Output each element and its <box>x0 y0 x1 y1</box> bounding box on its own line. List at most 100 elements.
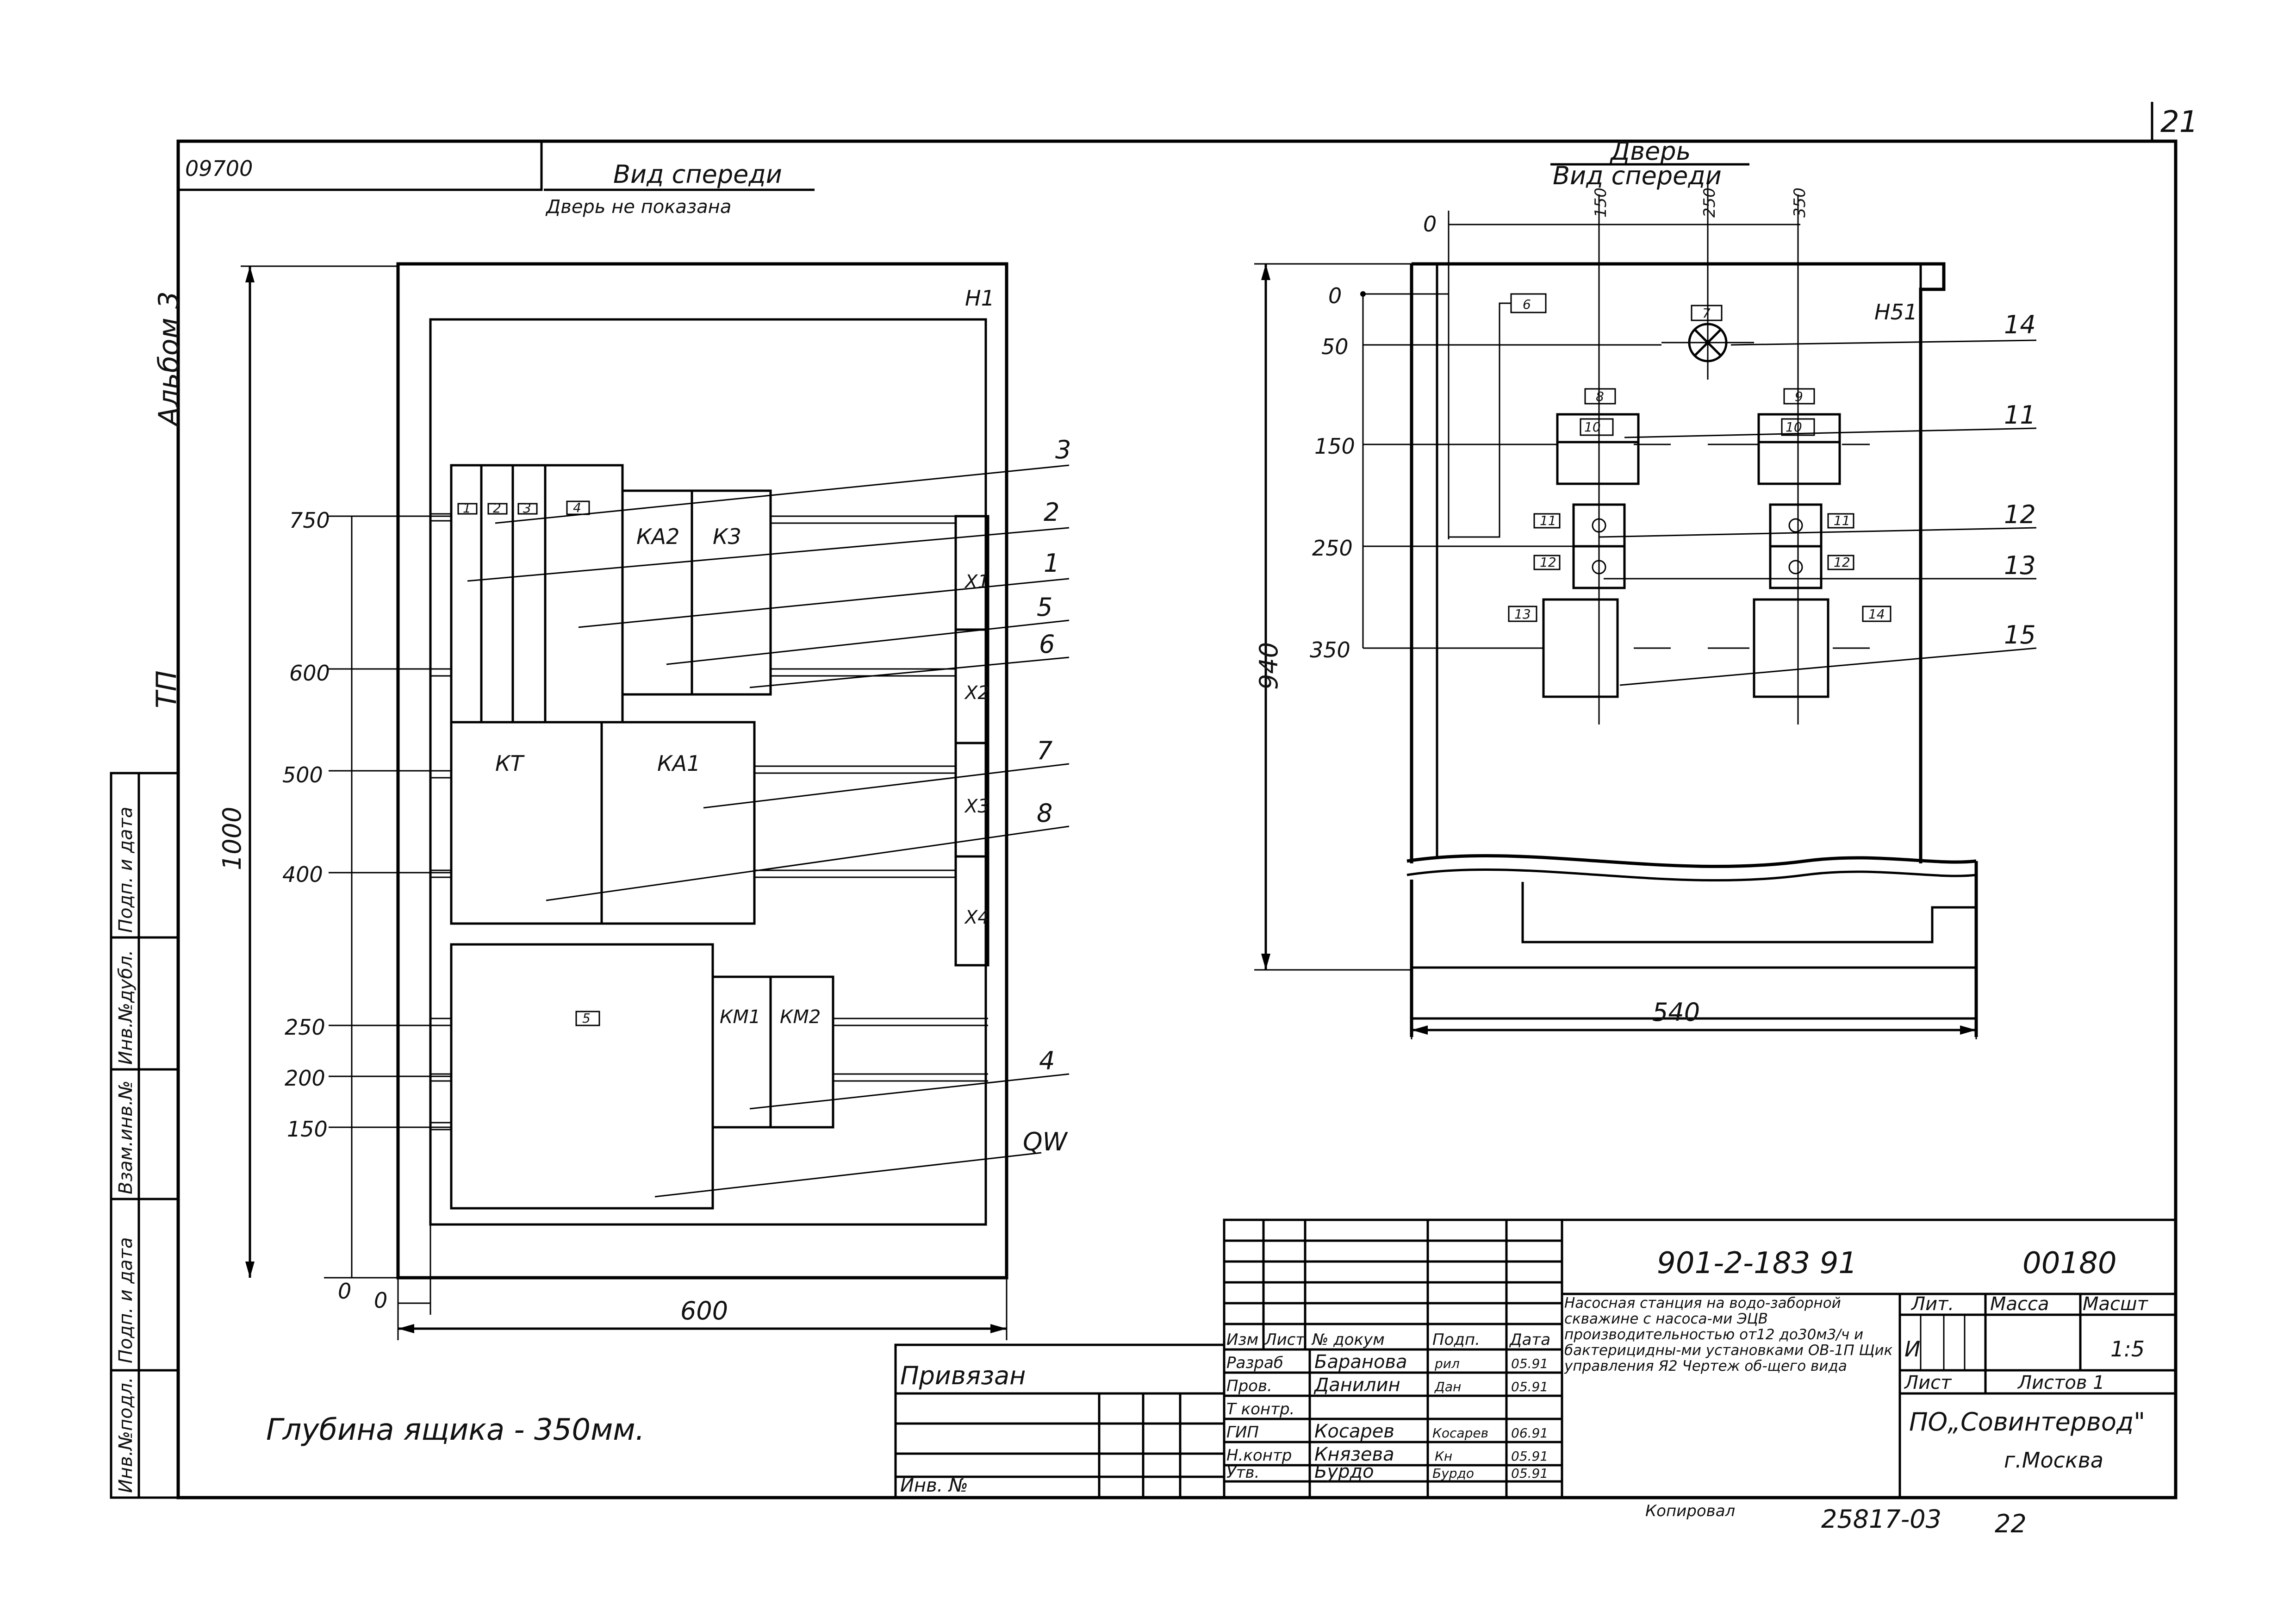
stamp-sign-date-1: Подп. и дата <box>115 807 137 933</box>
scale-value: 1:5 <box>2110 1337 2145 1362</box>
copy-page: 22 <box>1995 1509 2027 1538</box>
sheet-label: Лист <box>1904 1372 1952 1393</box>
date-5: 05.91 <box>1511 1466 1548 1481</box>
terminal-strip <box>954 515 989 967</box>
door-callout-13: 13 <box>2004 551 2036 580</box>
cabinet-tag: Н1 <box>965 286 995 311</box>
copy-footer: Копировал 25817-03 22 <box>1645 1502 2027 1538</box>
sign-3: Косарев <box>1432 1425 1488 1441</box>
mass-header: Масса <box>1990 1293 2049 1315</box>
door-mark-14: 14 <box>1868 606 1885 622</box>
door-centre-lines <box>1634 443 1870 649</box>
breaker-mark-1: 1 <box>463 500 471 516</box>
drawing-description: Насосная станция на водо-заборной скважи… <box>1564 1295 1893 1374</box>
copied-by: Копировал <box>1645 1502 1735 1520</box>
title-grid-cols <box>1262 1220 1508 1498</box>
din-rails <box>430 513 988 1131</box>
switch-left <box>1556 413 1640 485</box>
role-0: Разраб <box>1226 1354 1283 1372</box>
page-number: 21 <box>2160 105 2198 139</box>
contactors-km <box>711 975 834 1129</box>
callout-qw: QW <box>1023 1127 1069 1156</box>
breaker-mark-2: 2 <box>493 500 501 516</box>
level-250: 250 <box>285 1015 325 1040</box>
label-x2: Х2 <box>964 682 989 704</box>
level-400: 400 <box>282 862 323 887</box>
label-k3: К3 <box>713 524 741 549</box>
dim-600: 600 <box>680 1296 728 1325</box>
origin-y: 0 <box>338 1279 351 1304</box>
door-view-subtitle: Вид спереди <box>1553 161 1722 190</box>
relay-ka2-k3 <box>621 489 772 696</box>
label-kt: КТ <box>495 751 525 776</box>
sign-4: Кн <box>1435 1449 1452 1464</box>
stage-header: Лит. <box>1910 1293 1954 1315</box>
door-tag: Н51 <box>1874 300 1917 325</box>
callout-4: 4 <box>1039 1046 1055 1075</box>
door-mark-10-right: 10 <box>1786 419 1802 435</box>
front-view-title: Вид спереди <box>613 160 782 189</box>
door-callout-14: 14 <box>2004 310 2036 339</box>
origin-x: 0 <box>374 1288 387 1313</box>
role-4: Н.контр <box>1226 1446 1292 1465</box>
door-mark-12-right: 12 <box>1834 555 1850 570</box>
door-view: Дверь Вид спереди 0 150 250 350 Н51 6 7 <box>1254 137 2037 1039</box>
door-mark-6: 6 <box>1523 297 1531 312</box>
stamp-vzam-inv: Взам.инв.№ <box>115 1081 137 1194</box>
meter-left <box>1542 598 1619 698</box>
callout-1: 1 <box>1044 549 1059 578</box>
copy-number: 25817-03 <box>1821 1505 1941 1534</box>
level-750: 750 <box>289 508 330 533</box>
door-callout-11: 11 <box>2004 400 2036 430</box>
date-3: 06.91 <box>1511 1425 1548 1441</box>
cabinet-outline <box>396 262 1008 1280</box>
door-mark-11-right: 11 <box>1834 513 1850 528</box>
door-level-250: 250 <box>1312 536 1353 561</box>
door-mark-11-left: 11 <box>1540 513 1556 528</box>
role-1: Пров. <box>1226 1377 1272 1395</box>
door-view-title: Дверь <box>1610 137 1691 166</box>
sign-0: рил <box>1434 1356 1460 1371</box>
breaker-mark-3: 3 <box>523 500 531 516</box>
role-3: ГИП <box>1226 1423 1259 1442</box>
left-stamp-strip: Инв.№подл. Подп. и дата Взам.инв.№ Инв.№… <box>110 291 185 1499</box>
name-1: Данилин <box>1313 1374 1400 1396</box>
album-label: Альбом 3 <box>153 291 185 428</box>
door-mark-13: 13 <box>1514 606 1531 622</box>
level-150: 150 <box>287 1117 328 1142</box>
stamp-sign-date-2: Подп. и дата <box>115 1237 137 1363</box>
sign-1: Дан <box>1434 1379 1461 1394</box>
role-2: Т контр. <box>1226 1400 1294 1418</box>
label-km2: КМ2 <box>780 1006 821 1028</box>
name-4: Князева <box>1314 1444 1394 1465</box>
level-500: 500 <box>282 762 323 787</box>
org-city: г.Москва <box>2004 1448 2103 1473</box>
switch-right <box>1757 413 1841 485</box>
door-dim-250: 250 <box>1700 187 1719 218</box>
callout-6: 6 <box>1039 630 1055 659</box>
name-3: Косарев <box>1314 1421 1394 1442</box>
door-mark-8: 8 <box>1596 389 1604 404</box>
org-name: ПО„Совинтервод" <box>1909 1407 2145 1437</box>
col-list: Лист <box>1264 1330 1305 1349</box>
callout-8: 8 <box>1037 799 1052 828</box>
date-0: 05.91 <box>1511 1356 1548 1371</box>
front-leaders <box>467 464 1070 1198</box>
role-5: Утв. <box>1226 1463 1259 1482</box>
door-callout-15: 15 <box>2004 620 2036 650</box>
callout-5: 5 <box>1037 593 1052 622</box>
label-km1: КМ1 <box>720 1006 760 1028</box>
mounting-plate <box>429 318 987 1226</box>
label-ka1: КА1 <box>657 751 700 776</box>
binding-label: Привязан <box>900 1361 1026 1390</box>
breaker-qw <box>450 943 714 1210</box>
level-200: 200 <box>285 1066 325 1091</box>
door-level-350: 350 <box>1310 637 1350 662</box>
callout-2: 2 <box>1044 498 1059 527</box>
date-4: 05.91 <box>1511 1449 1548 1464</box>
door-level-50: 50 <box>1321 334 1349 359</box>
door-break-line <box>1406 854 1977 868</box>
sign-5: Бурдо <box>1432 1466 1474 1481</box>
label-x4: Х4 <box>964 907 989 928</box>
